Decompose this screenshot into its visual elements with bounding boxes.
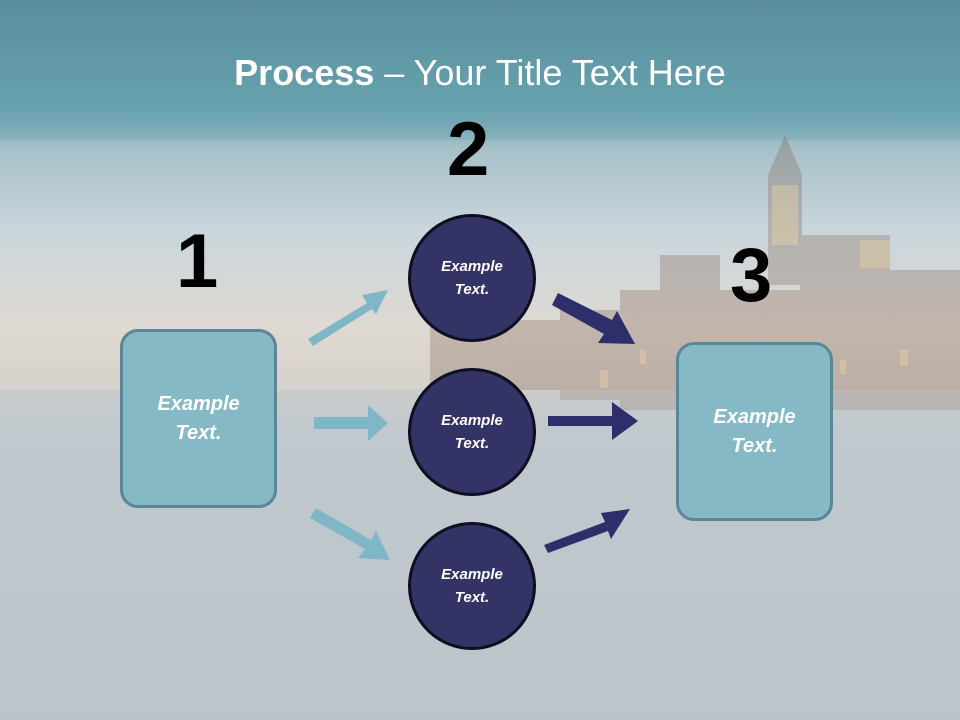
step-2-item-3-label: Example Text. [441, 566, 503, 606]
step-3-box: Example Text. [676, 342, 833, 521]
title-band [0, 0, 960, 140]
step-2-circle-middle: Example Text. [408, 368, 536, 496]
step-3-number: 3 [730, 233, 773, 318]
step-1-box: Example Text. [120, 329, 277, 508]
step-1-number: 1 [176, 219, 219, 304]
arrow-1-to-2-bottom [310, 508, 390, 560]
slide-title: Process – Your Title Text Here [0, 52, 960, 94]
title-bold: Process [234, 52, 375, 93]
arrow-1-to-2-top [308, 290, 388, 346]
arrow-2-to-3-bottom [544, 509, 630, 553]
step-1-label: Example Text. [157, 392, 240, 444]
title-rest: – Your Title Text Here [374, 52, 726, 93]
step-2-item-2-label: Example Text. [441, 412, 503, 452]
step-3-label: Example Text. [713, 405, 796, 457]
step-2-item-1-label: Example Text. [441, 258, 503, 298]
arrow-2-to-3-middle [548, 402, 638, 440]
step-2-circle-top: Example Text. [408, 214, 536, 342]
arrow-2-to-3-top [552, 293, 635, 344]
arrow-1-to-2-middle [314, 405, 388, 441]
step-2-circle-bottom: Example Text. [408, 522, 536, 650]
step-2-number: 2 [447, 107, 490, 192]
